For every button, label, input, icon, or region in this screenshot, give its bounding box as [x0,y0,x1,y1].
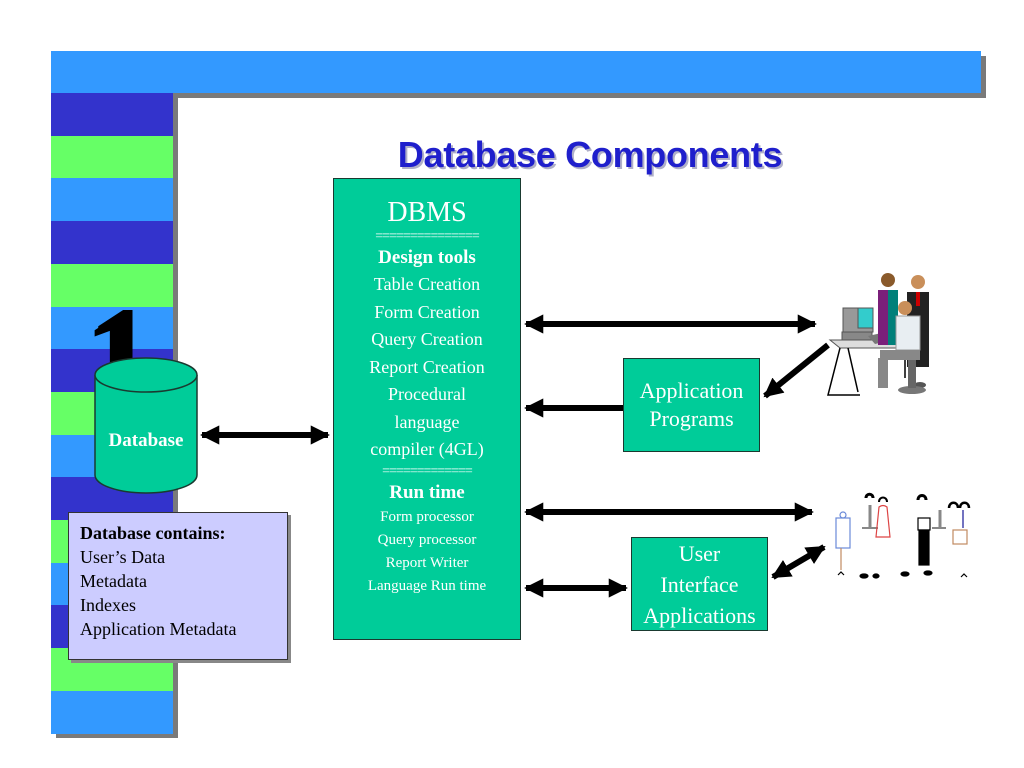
decorative-stripe [51,178,173,222]
decorative-stripe [51,690,173,734]
design-tool-item: language [394,411,460,432]
decorative-stripe [51,306,173,350]
end-users-illustration [835,492,971,579]
arrow-office-workers-app-programs [763,342,830,399]
decorative-stripe [51,263,173,307]
office-workers-illustration [827,273,929,396]
design-tool-item: Procedural [388,384,466,404]
design-tool-item: Query Creation [371,329,483,349]
dbms-box: DBMS =============== Design tools Table … [333,178,521,640]
top-bar [51,51,981,93]
ui-box-line: Applications [643,603,756,628]
ui-box-line: User [678,541,721,566]
contains-item: Indexes [80,595,136,615]
contains-item: User’s Data [80,547,166,567]
run-time-item: Report Writer [385,554,469,571]
design-tool-item: Report Creation [369,356,485,377]
database-contains-box: Database contains: User’s Data Metadata … [68,512,288,660]
design-tool-item: Form Creation [374,301,480,322]
slide-title: Database Components [397,134,783,175]
separator: =============== [375,229,479,244]
database-label: Database [108,430,184,451]
contains-item: Application Metadata [80,619,237,639]
user-interface-applications-box: User Interface Applications [631,537,768,631]
app-box-line: Application [639,378,744,403]
contains-item: Metadata [80,571,147,591]
separator: ============= [382,463,473,479]
run-time-item: Language Run time [367,577,487,594]
run-time-item: Form processor [380,508,474,525]
design-tools-heading: Design tools [378,247,476,268]
decorative-stripe [51,93,173,136]
decorative-stripe [51,221,173,265]
arrow-ui-apps-end-users [771,544,826,580]
ui-box-line: Interface [660,572,739,597]
dbms-title: DBMS [387,197,467,228]
design-tool-item: compiler (4GL) [370,439,484,459]
design-tool-item: Table Creation [373,274,481,294]
run-time-item: Query processor [377,531,477,548]
application-programs-box: Application Programs [623,358,760,452]
run-time-heading: Run time [389,481,465,503]
decorative-stripe [51,135,173,179]
contains-heading: Database contains: [80,523,226,543]
app-box-line: Programs [649,406,734,431]
database-cylinder-icon [94,357,198,494]
